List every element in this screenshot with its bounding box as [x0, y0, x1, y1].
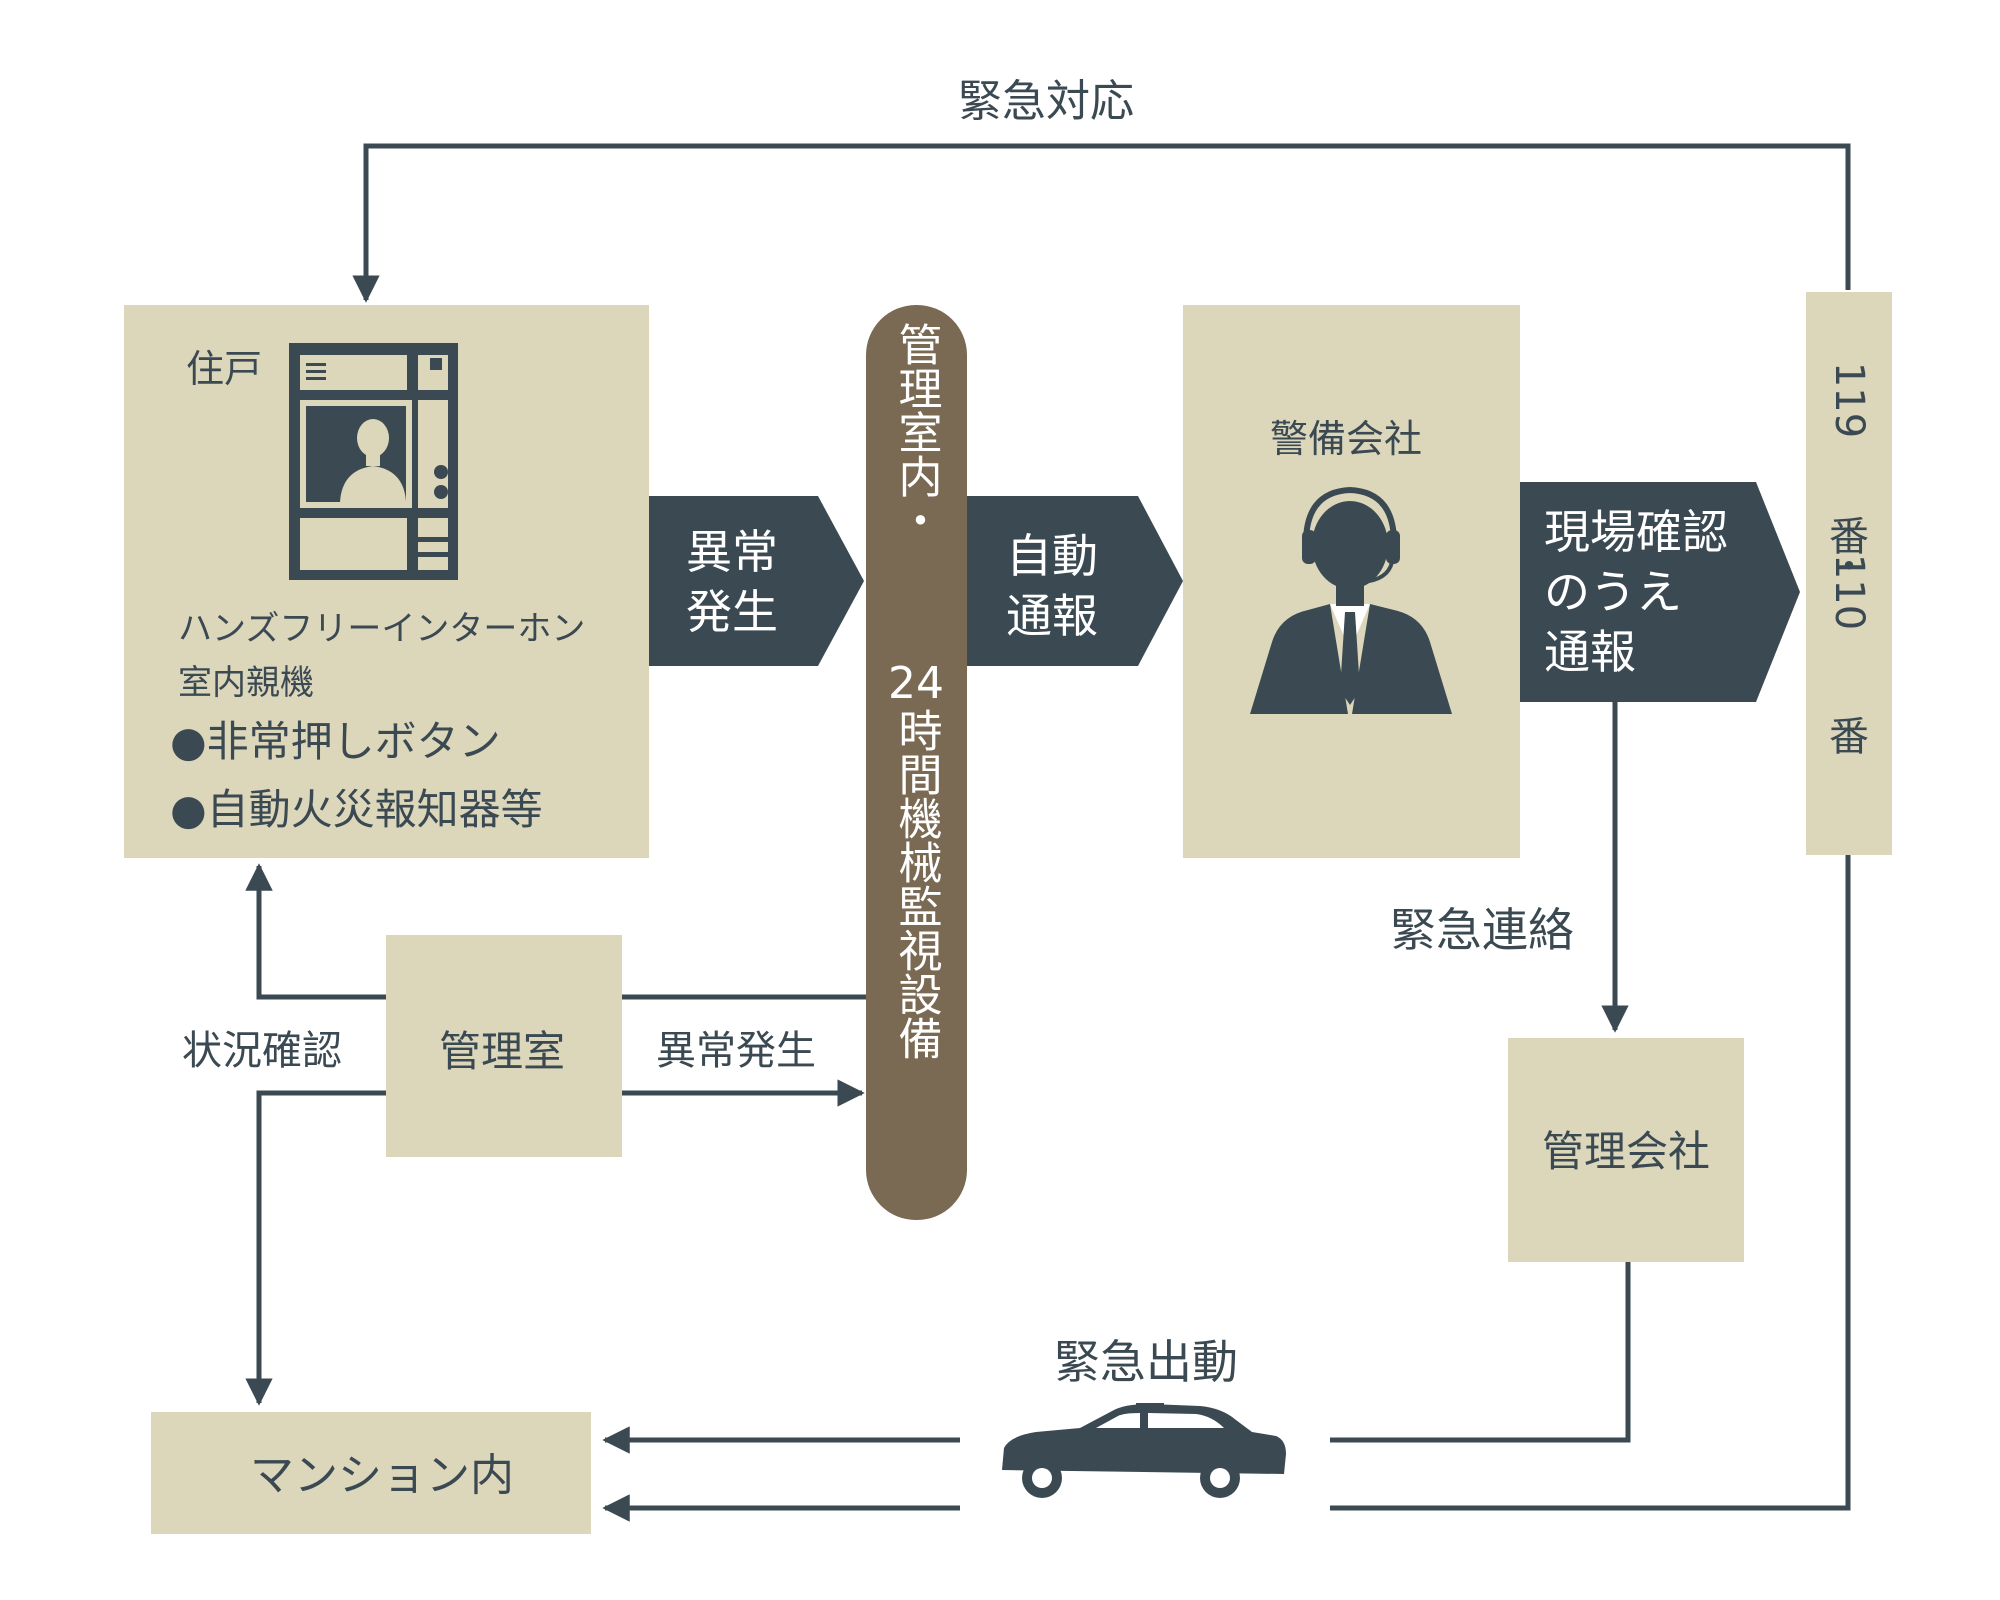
pillar-label-number: 24 [888, 658, 944, 709]
emergency-number-line [1330, 855, 1851, 1511]
intercom-label-line1: ハンズフリーインターホン [178, 609, 585, 649]
emergency-button-item: ●非常押しボタン [170, 717, 501, 766]
auto-report-label-line1: 自動 [1006, 529, 1098, 583]
management-office-box [386, 935, 622, 1157]
anomaly-arrow-label-line1: 異常 [686, 525, 778, 579]
emergency-numbers-ban-1: 番 [1829, 514, 1869, 560]
mansion-interior-box [151, 1412, 591, 1534]
security-car-icon [1002, 1403, 1286, 1498]
emergency-response-label: 緊急対応 [958, 76, 1134, 127]
emergency-numbers-110: 110 [1826, 554, 1872, 630]
auto-report-label-line2: 通報 [1006, 589, 1098, 643]
management-company-line [1330, 1262, 1631, 1443]
pillar-label-top: 管理室内・ [891, 322, 942, 542]
emergency-numbers-119: 119 [1826, 362, 1872, 438]
management-office-label: 管理室 [439, 1027, 565, 1076]
mansion-interior-label: マンション内 [250, 1450, 514, 1501]
intercom-icon [289, 343, 458, 580]
emergency-numbers-ban-2: 番 [1829, 714, 1869, 760]
confirm-report-label-line3: 通報 [1544, 625, 1636, 679]
emergency-numbers-dot: ・ [1829, 544, 1869, 590]
auto-report-arrow-shape [965, 496, 1183, 666]
management-company-label: 管理会社 [1542, 1127, 1710, 1176]
emergency-contact-label: 緊急連絡 [1390, 903, 1574, 957]
intercom-label-line2: 室内親機 [178, 663, 314, 703]
emergency-response-line [352, 143, 1851, 303]
connector-lines [245, 143, 1851, 1522]
emergency-dispatch-label: 緊急出動 [1054, 1335, 1238, 1389]
status-check-up-line [245, 863, 386, 1000]
confirm-report-arrow-shape [1520, 482, 1800, 702]
confirm-report-label-line2: のうえ [1544, 565, 1682, 619]
pillar-label-bottom: 時間機械監視設備 [891, 708, 942, 1060]
anomaly-occurrence-label: 異常発生 [656, 1028, 816, 1074]
operator-headset-icon [1250, 486, 1452, 714]
management-company-box [1508, 1038, 1744, 1262]
emergency-numbers-box [1806, 292, 1892, 855]
fire-alarm-item: ●自動火災報知器等 [170, 785, 543, 834]
residence-label: 住戸 [186, 347, 262, 391]
confirm-report-label-line1: 現場確認 [1544, 505, 1728, 559]
security-company-label: 警備会社 [1270, 417, 1422, 461]
status-check-label: 状況確認 [182, 1028, 342, 1074]
anomaly-arrow-label-line2: 発生 [686, 585, 778, 639]
status-check-down-line [245, 1090, 386, 1406]
anomaly-arrow-shape [649, 496, 864, 666]
monitoring-pillar [866, 305, 967, 1220]
